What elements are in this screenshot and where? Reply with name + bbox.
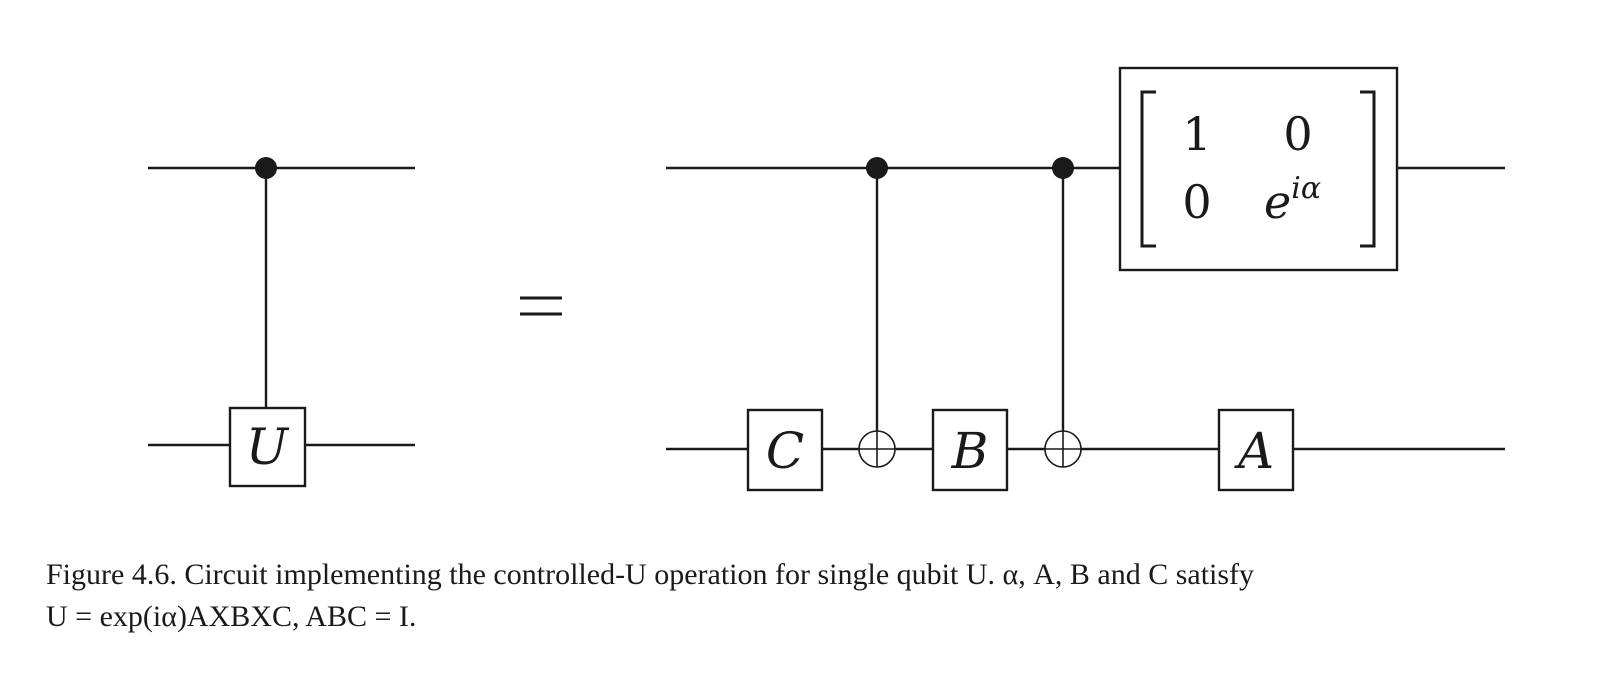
c-gate [746,408,824,492]
phase-matrix-gate: 1 0 0 eiα [1118,66,1399,272]
c-gate-label: C [766,422,804,480]
a-gate [1217,408,1295,492]
cnot-1-control-dot [866,157,888,179]
equals-sign [520,296,562,316]
caption-line-1: Figure 4.6. Circuit implementing the con… [46,558,1255,591]
caption-line-2: U = exp(iα)AXBXC, ABC = I. [46,600,417,633]
u-gate [228,406,307,488]
decomposed-circuit: C B A 1 0 0 eiα [666,66,1505,492]
matrix-right-bracket [1360,90,1376,248]
circuit-diagram: U C B A [148,66,1505,492]
matrix-entry-12: 0 [1283,107,1312,161]
matrix-entry-22: eiα [1264,171,1321,229]
matrix-left-bracket [1140,90,1156,248]
matrix-entry-22-exponent: iα [1291,171,1321,206]
b-gate-label: B [951,422,989,480]
matrix-entry-11: 1 [1182,107,1211,161]
matrix-entry-22-base: e [1264,175,1291,229]
b-gate [931,408,1009,492]
u-gate-label: U [246,418,290,476]
control-dot [255,157,277,179]
figure-caption: Figure 4.6. Circuit implementing the con… [46,554,1586,638]
matrix-entry-21: 0 [1182,175,1211,229]
controlled-u-circuit: U [148,157,415,488]
phase-matrix-box [1118,66,1399,272]
cnot-2-control-dot [1052,157,1074,179]
a-gate-label: A [1234,422,1274,480]
